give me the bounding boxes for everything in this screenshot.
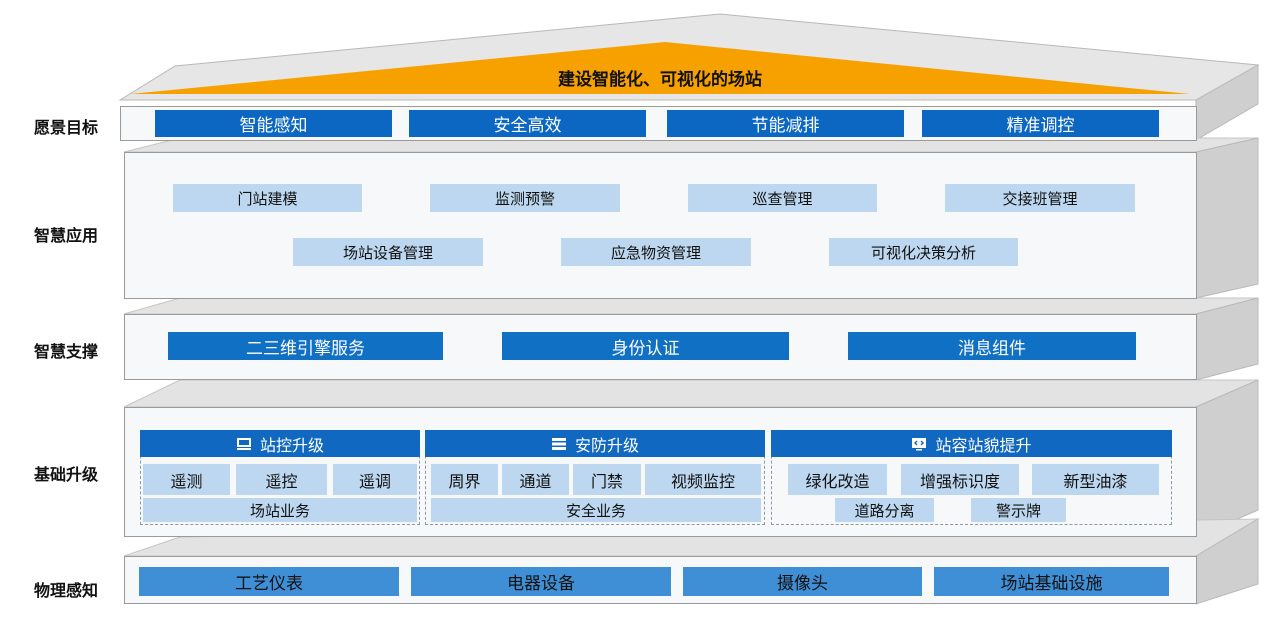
base-item: 新型油漆 [1032,464,1159,495]
server-icon [551,437,567,451]
roof-banner-shape [130,42,1190,94]
group-title: 安防升级 [574,435,639,455]
row-label-app: 智慧应用 [33,226,98,245]
support-item: 二三维引擎服务 [168,332,443,360]
roof-title: 建设智能化、可视化的场站 [558,69,762,90]
base-item: 遥控 [236,464,327,495]
group-title: 站控升级 [259,435,324,455]
group-header: 站控升级 [140,430,420,457]
base-item: 门禁 [573,464,641,495]
base-footer: 场站业务 [143,498,417,522]
physical-item: 电器设备 [411,567,671,596]
vision-item: 智能感知 [155,110,392,137]
group-header: 站容站貌提升 [771,430,1172,457]
base-item: 遥调 [333,464,417,495]
app-item: 巡查管理 [688,184,877,212]
group-header: 安防升级 [425,430,765,457]
row-label-support: 智慧支撑 [33,342,98,361]
base-item: 遥测 [143,464,230,495]
app-panel [124,152,1197,299]
vision-item: 节能减排 [667,110,904,137]
base-item: 警示牌 [971,498,1066,522]
group-title: 站容站貌提升 [935,435,1032,455]
support-item: 消息组件 [848,332,1136,360]
physical-item: 摄像头 [683,567,922,596]
row-label-physical: 物理感知 [33,581,98,600]
physical-item: 工艺仪表 [139,567,399,596]
base-item: 视频监控 [645,464,761,495]
support-item: 身份认证 [502,332,789,360]
base-item: 通道 [502,464,569,495]
physical-item: 场站基础设施 [934,567,1169,596]
app-item: 交接班管理 [945,184,1135,212]
vision-item: 安全高效 [409,110,646,137]
code-screen-icon [911,437,927,451]
app-item: 场站设备管理 [293,238,483,266]
base-item: 道路分离 [835,498,934,522]
app-item: 可视化决策分析 [829,238,1018,266]
app-item: 门站建模 [173,184,362,212]
monitor-icon [236,437,252,451]
app-item: 监测预警 [430,184,620,212]
base-item: 周界 [431,464,498,495]
base-item: 绿化改造 [788,464,887,495]
base-item: 增强标识度 [901,464,1019,495]
row-label-vision: 愿景目标 [33,118,98,137]
row-label-base: 基础升级 [33,465,98,484]
base-footer: 安全业务 [431,498,761,522]
app-item: 应急物资管理 [561,238,751,266]
vision-item: 精准调控 [922,110,1159,137]
